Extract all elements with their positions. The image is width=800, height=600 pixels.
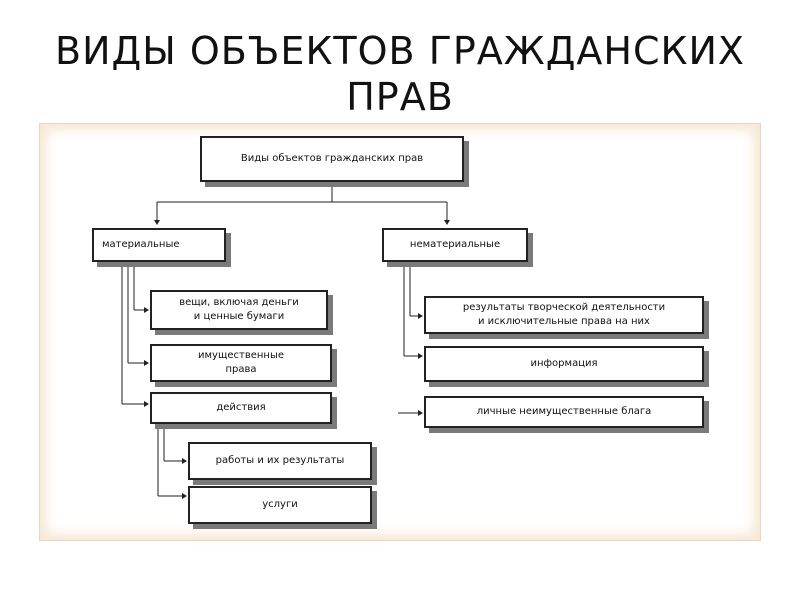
material-label: материальные — [102, 239, 180, 250]
root-box: Виды объектов гражданских прав — [200, 136, 464, 182]
root-label: Виды объектов гражданских прав — [240, 153, 424, 164]
arrowhead-material — [154, 220, 160, 225]
connector-lines — [121, 182, 450, 499]
immaterial-label: нематериальные — [409, 239, 501, 250]
arrowhead-immaterial — [444, 220, 450, 225]
actions-label: действия — [216, 402, 266, 413]
arrowhead-works — [182, 458, 187, 464]
information-label: информация — [530, 358, 598, 369]
services-box: услуги — [188, 486, 372, 524]
material-box: материальные — [92, 228, 226, 262]
personal-benefits-box: личные неимущественные блага — [424, 396, 704, 428]
things-label: вещи, включая деньги и ценные бумаги — [179, 297, 299, 322]
actions-box: действия — [150, 392, 332, 424]
immaterial-box: нематериальные — [382, 228, 528, 262]
things-box: вещи, включая деньги и ценные бумаги — [150, 290, 328, 330]
information-box: информация — [424, 346, 704, 382]
services-label: услуги — [262, 499, 298, 510]
works-box: работы и их результаты — [188, 442, 372, 480]
diagram-panel: Виды объектов гражданских прав материаль… — [40, 124, 760, 540]
works-label: работы и их результаты — [215, 455, 345, 466]
arrowhead-property-rights — [144, 360, 149, 366]
slide-title: ВИДЫ ОБЪЕКТОВ ГРАЖДАНСКИХ ПРАВ — [55, 29, 745, 119]
creative-results-label: результаты творческой деятельности и иск… — [462, 302, 666, 327]
personal-benefits-label: личные неимущественные блага — [476, 406, 652, 417]
creative-results-box: результаты творческой деятельности и иск… — [424, 296, 704, 334]
arrowhead-personal — [418, 410, 423, 416]
arrowhead-creative — [418, 313, 423, 319]
property-rights-label: имущественные права — [197, 350, 285, 375]
arrowhead-actions — [144, 401, 149, 407]
property-rights-box: имущественные права — [150, 344, 332, 382]
arrowhead-services — [182, 493, 187, 499]
arrowhead-things — [144, 307, 149, 313]
arrowhead-information — [418, 353, 423, 359]
